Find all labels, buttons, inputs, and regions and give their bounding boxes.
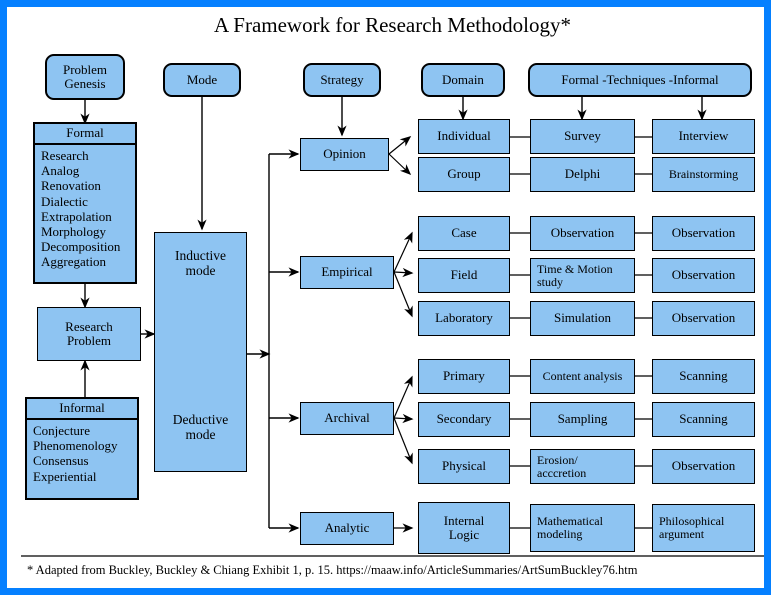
list-item: Dialectic	[41, 193, 88, 209]
list-item: Conjecture	[33, 423, 91, 438]
domain-laboratory[interactable]: Laboratory	[418, 301, 510, 336]
technique-formal-content-analysis[interactable]: Content analysis	[530, 359, 635, 394]
technique-formal-erosion-accretion[interactable]: Erosion/ acccretion	[530, 449, 635, 484]
formal-genesis-items: Research Analog Renovation Dialectic Ext…	[35, 145, 135, 272]
strategy-analytic[interactable]: Analytic	[300, 512, 394, 545]
domain-internal-logic[interactable]: Internal Logic	[418, 502, 510, 554]
list-item: Renovation	[41, 178, 101, 194]
technique-informal-observation-field[interactable]: Observation	[652, 258, 755, 293]
technique-informal-philosophical-argument[interactable]: Philosophical argument	[652, 504, 755, 552]
list-item: Morphology	[41, 224, 106, 240]
technique-formal-time-motion-study[interactable]: Time & Motion study	[530, 258, 635, 293]
strategy-empirical[interactable]: Empirical	[300, 256, 394, 289]
list-item: Research	[41, 148, 89, 163]
domain-group[interactable]: Group	[418, 157, 510, 192]
technique-informal-observation-lab[interactable]: Observation	[652, 301, 755, 336]
technique-informal-interview[interactable]: Interview	[652, 119, 755, 154]
technique-informal-brainstorming[interactable]: Brainstorming	[652, 157, 755, 192]
technique-formal-delphi[interactable]: Delphi	[530, 157, 635, 192]
domain-individual[interactable]: Individual	[418, 119, 510, 154]
strategy-archival[interactable]: Archival	[300, 402, 394, 435]
header-techniques[interactable]: Formal -Techniques -Informal	[528, 63, 752, 97]
technique-informal-observation-physical[interactable]: Observation	[652, 449, 755, 484]
mode-box[interactable]: Inductive mode Deductive mode	[154, 232, 247, 472]
domain-secondary[interactable]: Secondary	[418, 402, 510, 437]
technique-informal-scanning-secondary[interactable]: Scanning	[652, 402, 755, 437]
source-footnote: * Adapted from Buckley, Buckley & Chiang…	[27, 563, 638, 577]
informal-genesis-box[interactable]: Informal Conjecture Phenomenology Consen…	[25, 397, 139, 500]
header-domain[interactable]: Domain	[421, 63, 505, 97]
domain-primary[interactable]: Primary	[418, 359, 510, 394]
domain-physical[interactable]: Physical	[418, 449, 510, 484]
technique-formal-simulation[interactable]: Simulation	[530, 301, 635, 336]
technique-informal-observation-case[interactable]: Observation	[652, 216, 755, 251]
inductive-mode-label: Inductive mode	[175, 248, 226, 278]
formal-genesis-caption: Formal	[35, 124, 135, 145]
list-item: Phenomenology	[33, 438, 118, 454]
header-strategy[interactable]: Strategy	[303, 63, 381, 97]
list-item: Consensus	[33, 453, 89, 469]
domain-case[interactable]: Case	[418, 216, 510, 251]
technique-formal-mathematical-modeling[interactable]: Mathematical modeling	[530, 504, 635, 552]
strategy-opinion[interactable]: Opinion	[300, 138, 389, 171]
page-title: A Framework for Research Methodology*	[214, 13, 571, 37]
list-item: Experiential	[33, 468, 97, 484]
informal-genesis-items: Conjecture Phenomenology Consensus Exper…	[27, 420, 137, 486]
list-item: Extrapolation	[41, 208, 112, 224]
technique-formal-observation-case[interactable]: Observation	[530, 216, 635, 251]
domain-field[interactable]: Field	[418, 258, 510, 293]
informal-genesis-caption: Informal	[27, 399, 137, 420]
header-mode[interactable]: Mode	[163, 63, 241, 97]
research-problem-box[interactable]: Research Problem	[37, 307, 141, 361]
header-problem-genesis[interactable]: Problem Genesis	[45, 54, 125, 100]
list-item: Decomposition	[41, 239, 121, 255]
technique-formal-survey[interactable]: Survey	[530, 119, 635, 154]
list-item: Aggregation	[41, 254, 106, 270]
technique-formal-sampling[interactable]: Sampling	[530, 402, 635, 437]
list-item: Analog	[41, 163, 80, 179]
deductive-mode-label: Deductive mode	[172, 412, 229, 442]
technique-informal-scanning-primary[interactable]: Scanning	[652, 359, 755, 394]
formal-genesis-box[interactable]: Formal Research Analog Renovation Dialec…	[33, 122, 137, 284]
